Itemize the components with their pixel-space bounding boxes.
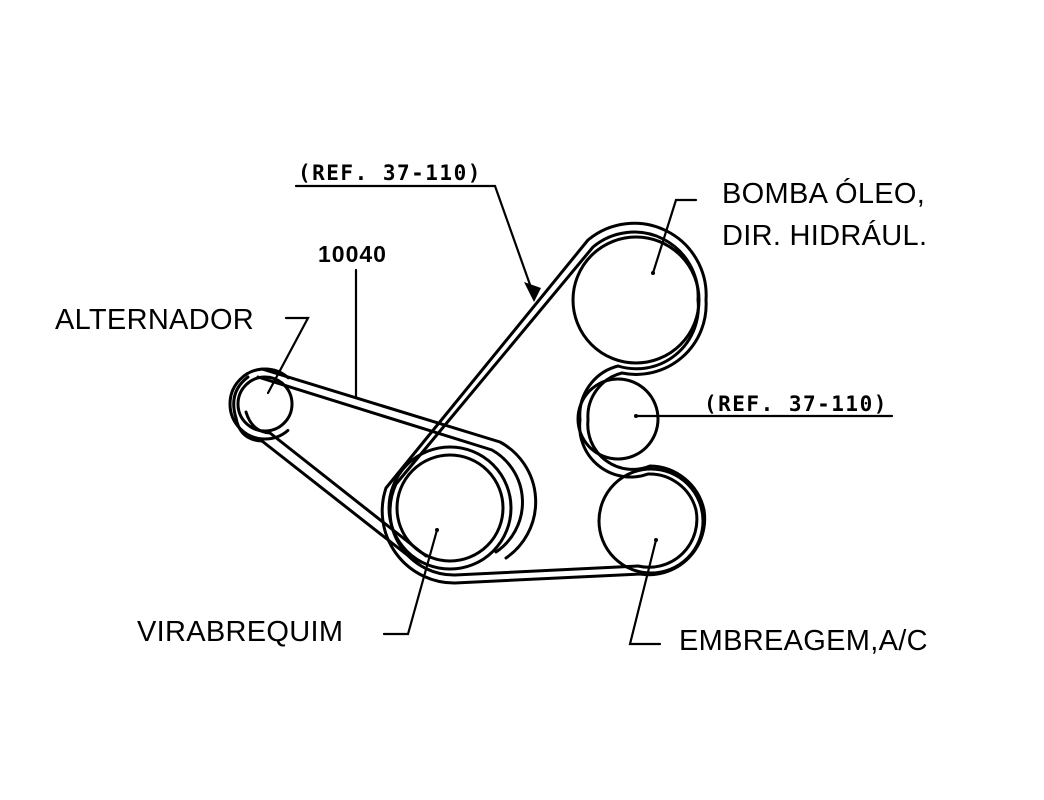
crankshaft-pulley — [395, 453, 505, 563]
pump-label-line2: DIR. HIDRÁUL. — [722, 219, 927, 252]
leader-lines — [266, 184, 894, 646]
belts — [232, 221, 708, 585]
ac-clutch-pulley — [597, 467, 705, 575]
idler-pulley — [576, 377, 660, 461]
ref-top-arrow — [524, 282, 541, 302]
ac-clutch-label: EMBREAGEM,A/C — [679, 625, 928, 657]
alternator-label: ALTERNADOR — [55, 304, 254, 336]
power-steering-pump-pulley — [571, 235, 701, 365]
pulleys — [228, 235, 705, 575]
crankshaft-pulley-ring — [387, 445, 513, 571]
part-number-label: 10040 — [318, 241, 387, 267]
alternator-belt — [232, 367, 538, 567]
ref-top-label: (REF. 37-110) — [298, 161, 482, 185]
crankshaft-label: VIRABREQUIM — [137, 616, 343, 648]
serpentine-belt — [380, 221, 708, 585]
ref-idler-label: (REF. 37-110) — [704, 392, 888, 416]
pump-label-line1: BOMBA ÓLEO, — [722, 177, 925, 210]
